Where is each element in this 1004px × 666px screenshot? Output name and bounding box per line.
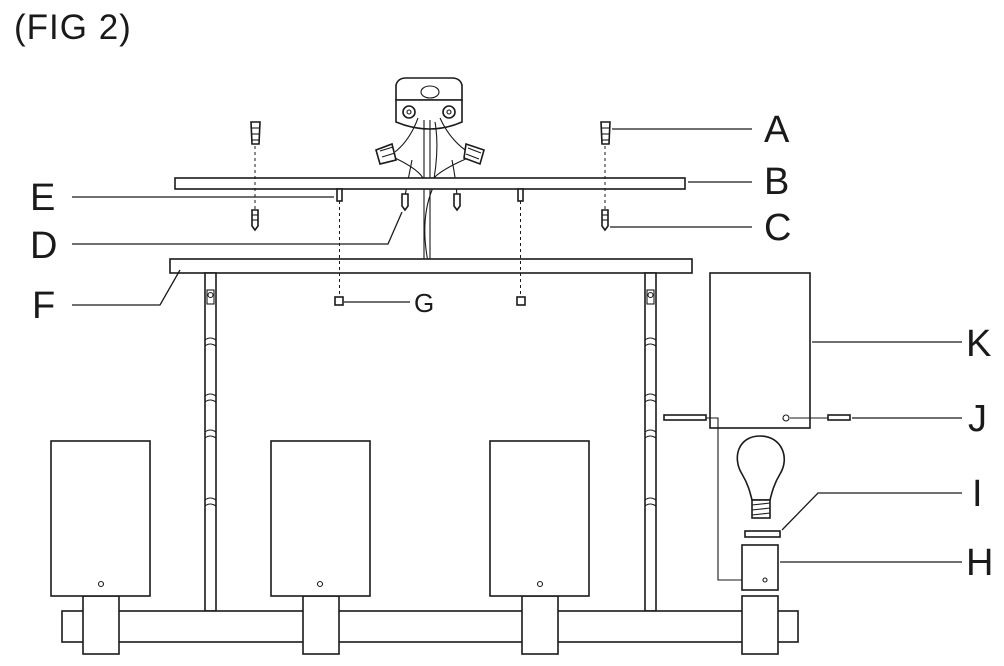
label-j: J: [968, 398, 987, 440]
label-a: A: [764, 109, 790, 151]
wire-nut-right: [463, 142, 485, 166]
label-k: K: [966, 323, 991, 365]
label-c: C: [764, 207, 791, 249]
socket-holder: [521, 595, 559, 655]
glass-shade: [50, 440, 151, 597]
label-h: H: [966, 542, 993, 584]
threaded-rod-right: [516, 188, 526, 306]
mounting-bracket: [174, 177, 686, 190]
wire-nut-left: [375, 142, 397, 165]
mounting-screw-right: [601, 209, 609, 232]
wires: [394, 117, 469, 263]
cap-nut-left: [334, 296, 344, 306]
label-b: B: [764, 161, 789, 203]
socket-holder: [741, 595, 779, 655]
mounting-screw-left: [251, 209, 259, 232]
socket-holder: [82, 595, 120, 655]
wall-anchor-left: [250, 121, 261, 145]
figure-title: (FIG 2): [14, 8, 132, 47]
light-bulb: [736, 435, 785, 519]
glass-shade: [489, 440, 590, 597]
ground-screw-right: [453, 193, 461, 212]
assembly-guide: [706, 417, 762, 581]
socket-holder: [302, 595, 340, 655]
leader-lines: [72, 128, 962, 563]
canopy-plate: [169, 258, 693, 274]
junction-box: [395, 77, 463, 130]
retaining-ring: [744, 530, 781, 538]
threaded-rod-left: [334, 188, 344, 306]
cap-nut-right: [516, 296, 526, 306]
vertical-support-right: [644, 272, 657, 612]
label-d: D: [30, 225, 57, 267]
bulb-socket: [741, 544, 779, 591]
label-g: G: [414, 288, 434, 318]
glass-shade: [270, 440, 371, 597]
wall-anchor-right: [600, 121, 611, 145]
glass-shade-exploded: [709, 272, 811, 429]
vertical-support-left: [204, 272, 217, 612]
label-f: F: [32, 285, 55, 327]
pin-right: [827, 414, 851, 421]
bottom-bar: [61, 610, 799, 643]
label-e: E: [30, 177, 55, 219]
label-i: I: [972, 473, 983, 515]
ground-screw-left: [401, 193, 409, 212]
pin-left: [663, 414, 707, 421]
